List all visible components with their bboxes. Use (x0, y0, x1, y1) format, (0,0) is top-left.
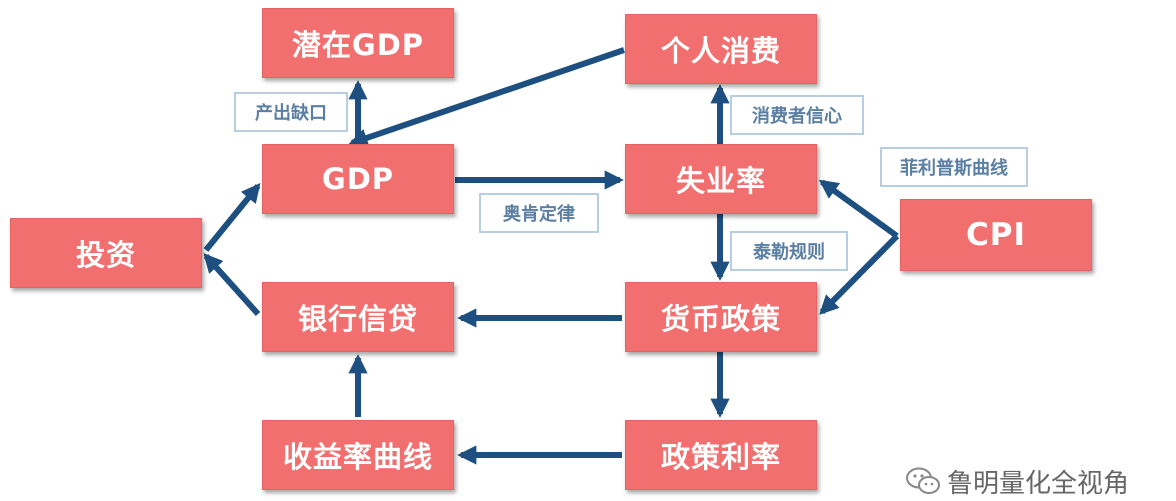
label-okuns-law: 奥肯定律 (479, 193, 599, 233)
label-taylor-rule: 泰勒规则 (730, 231, 848, 271)
node-monetary-policy: 货币政策 (625, 282, 817, 352)
arrow-investment-to-gdp (203, 183, 261, 252)
label-consumer-confidence: 消费者信心 (730, 95, 864, 135)
node-unemployment: 失业率 (625, 144, 817, 214)
node-policy-rate: 政策利率 (625, 420, 817, 490)
node-consumption: 个人消费 (625, 14, 817, 84)
node-cpi: CPI (900, 199, 1092, 271)
node-investment: 投资 (10, 218, 202, 288)
node-bank-credit: 银行信贷 (262, 282, 454, 352)
watermark: 鲁明量化全视角 (905, 462, 1129, 500)
arrow-consumption-to-gdp (348, 47, 625, 148)
watermark-text: 鲁明量化全视角 (947, 468, 1130, 499)
node-yield-curve: 收益率曲线 (262, 420, 454, 490)
wechat-icon (906, 467, 940, 494)
label-output-gap: 产出缺口 (234, 92, 348, 132)
node-potential-gdp: 潜在GDP (262, 8, 454, 78)
arrow-cpi-to-unemployment (818, 179, 899, 239)
node-gdp: GDP (262, 144, 454, 214)
arrow-bank-credit-to-investment (203, 253, 261, 317)
label-phillips-curve: 菲利普斯曲线 (880, 147, 1028, 187)
arrow-cpi-to-monetary-policy (819, 233, 900, 315)
